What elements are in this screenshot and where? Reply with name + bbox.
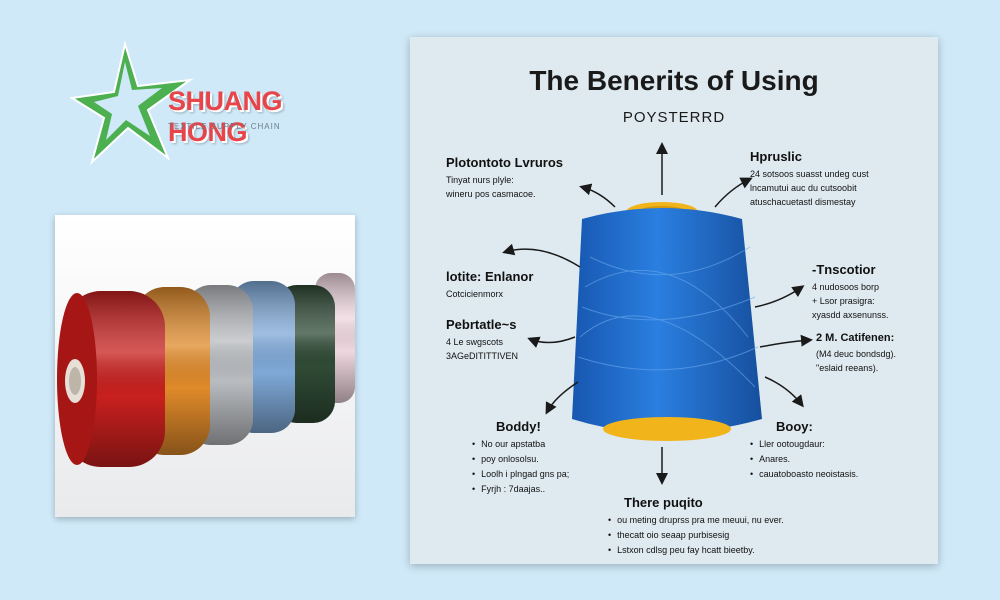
benefit-line: Cotcicienmorx — [446, 289, 504, 299]
benefit-heading: lotite: Enlanor — [446, 269, 534, 284]
benefit-heading: Hpruslic — [750, 149, 803, 164]
benefit-item: thecatt oio seaap purbisesig — [608, 528, 784, 543]
benefit-line: "eslaid reeans). — [816, 363, 879, 373]
benefit-item: Fyrjh : 7daajas.. — [472, 482, 569, 497]
benefit-line: 3AGeDITITTIVEN — [446, 351, 519, 361]
benefit-mid-left-2: Pebrtatle~s 4 Le swgscots 3AGeDITITTIVEN — [446, 317, 518, 363]
benefit-line: Tinyat nurs plyle: — [446, 175, 514, 185]
benefit-item: poy onlosolsu. — [472, 452, 569, 467]
benefit-heading: 2 M. Catifenen: — [816, 332, 895, 344]
benefit-line: xyasdd axsenunss. — [812, 310, 889, 320]
benefit-top-left: Plotontoto Lvruros Tinyat nurs plyle: wi… — [446, 155, 563, 201]
star-icon — [70, 40, 194, 166]
benefit-line: (M4 deuc bondsdg). — [816, 349, 897, 359]
benefit-heading: Pebrtatle~s — [446, 317, 517, 332]
yarn-spools-photo — [55, 215, 355, 517]
benefit-line: 4 nudosoos borp — [812, 282, 880, 292]
benefit-item: Loolh i plngad gns pa; — [472, 467, 569, 482]
benefit-heading: Boddy! — [496, 419, 541, 434]
benefit-line: atuschacuetastl dismestay — [750, 197, 856, 207]
infographic-title: The Benerits of Using — [529, 65, 819, 96]
benefit-item: Lstxon cdlsg peu fay hcatt bieetby. — [608, 543, 784, 558]
benefit-item: cauatoboasto neoistasis. — [750, 467, 858, 482]
benefit-mid-left-1: lotite: Enlanor Cotcicienmorx — [446, 269, 533, 301]
brand-tagline: TEXTILE SUPPLY CHAIN — [168, 122, 281, 131]
benefit-heading: -Tnscotior — [812, 262, 876, 277]
infographic-subtitle: POYSTERRD — [622, 109, 726, 126]
benefit-heading: Plotontoto Lvruros — [446, 155, 563, 170]
benefit-item: Anares. — [750, 452, 858, 467]
benefit-item: Ller ootougdaur: — [750, 437, 858, 452]
benefit-line: lncamutui auc du cutsoobit — [750, 183, 857, 193]
benefit-mid-right-2: 2 M. Catifenen: (M4 deuc bondsdg). "esla… — [816, 332, 896, 375]
benefit-bottom-center: There puqito ou meting druprss pra me me… — [608, 495, 784, 558]
benefit-item: No our apstatba — [472, 437, 569, 452]
benefit-heading: There puqito — [624, 495, 703, 510]
benefit-bottom-left: Boddy! No our apstatba poy onlosolsu. Lo… — [472, 419, 569, 497]
benefit-line: + Lsor prasigra: — [812, 296, 875, 306]
benefit-line: 4 Le swgscots — [446, 337, 504, 347]
brand-name: SHUANG HONG — [168, 86, 283, 147]
brand-logo: SHUANG HONG TEXTILE SUPPLY CHAIN — [70, 40, 350, 170]
benefit-mid-right-1: -Tnscotior 4 nudosoos borp + Lsor prasig… — [812, 262, 889, 322]
spool-red — [57, 291, 165, 467]
benefit-item: ou meting druprss pra me meuui, nu ever. — [608, 513, 784, 528]
benefit-heading: Booy: — [776, 419, 813, 434]
benefit-bottom-right: Booy: Ller ootougdaur: Anares. cauatoboa… — [750, 419, 858, 482]
infographic: The Benerits of Using POYSTERRD Plotonto… — [410, 37, 938, 564]
benefit-line: 24 sotsoos suasst undeg cust — [750, 169, 869, 179]
benefit-line: wineru pos casmacoe. — [446, 189, 536, 199]
yarn-cone-illustration — [502, 142, 813, 485]
benefit-top-right: Hpruslic 24 sotsoos suasst undeg cust ln… — [750, 149, 869, 209]
